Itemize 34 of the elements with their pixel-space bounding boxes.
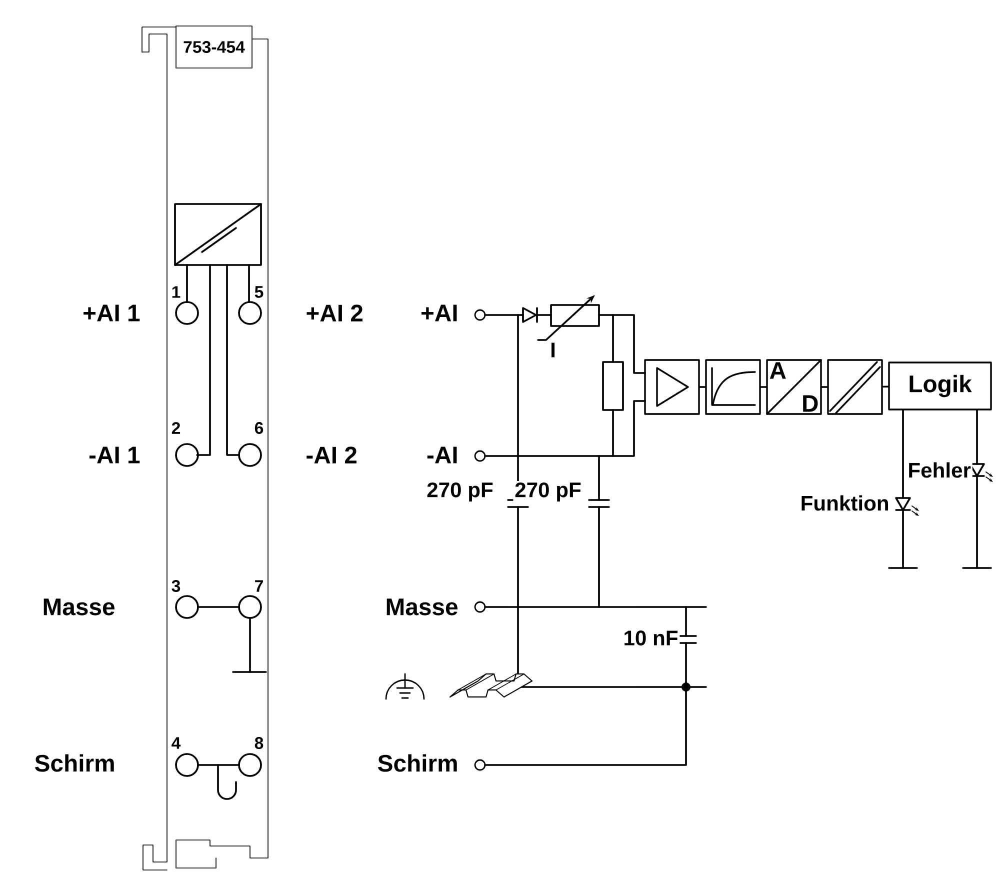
terminal-label: Schirm — [376, 752, 460, 774]
terminal-number: 5 — [252, 284, 266, 300]
terminal-number: 1 — [170, 284, 182, 300]
isolation-block — [827, 359, 883, 415]
terminal-number: 3 — [170, 578, 182, 594]
led-label: Funktion — [798, 494, 891, 512]
terminal-number: 6 — [252, 420, 266, 436]
terminal-number: 7 — [252, 578, 266, 594]
terminal-label: -AI 1 — [87, 445, 142, 465]
capacitance-label: 270 pF — [513, 481, 583, 503]
connector-line — [882, 386, 889, 388]
filter-block — [705, 359, 761, 415]
terminal-label: +AI 1 — [81, 303, 142, 323]
terminal-label: +AI — [419, 303, 460, 323]
terminal-label: Masse — [40, 597, 117, 617]
terminal-label: -AI — [425, 445, 460, 465]
connector-line — [760, 386, 767, 388]
terminal-label: Schirm — [32, 752, 117, 774]
capacitance-label: 10 nF — [622, 629, 680, 647]
part-number-label: 753-454 — [176, 26, 252, 68]
terminal-label: -AI 2 — [304, 445, 359, 465]
amplifier-block — [644, 359, 700, 415]
connector-line — [699, 386, 706, 388]
connector-line — [821, 386, 828, 388]
logic-block: Logik — [888, 362, 992, 410]
converter-block: A D — [766, 359, 822, 415]
current-label: I — [548, 341, 558, 359]
terminal-number: 8 — [252, 736, 266, 750]
capacitance-label: 270 pF — [425, 481, 495, 503]
terminal-label: +AI 2 — [304, 303, 365, 323]
terminal-label: Masse — [384, 597, 460, 617]
terminal-number: 2 — [170, 420, 182, 436]
led-label: Fehler — [906, 460, 972, 480]
terminal-number: 4 — [170, 736, 182, 750]
